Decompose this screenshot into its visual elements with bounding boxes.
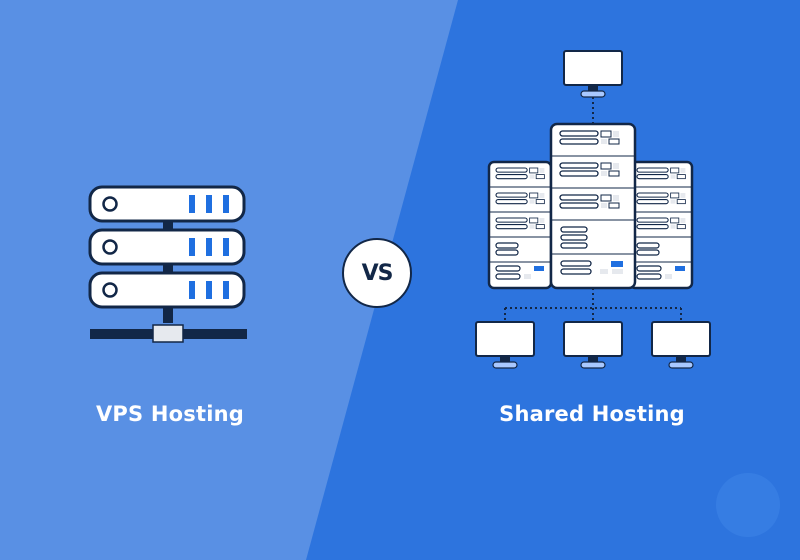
- vs-badge: VS: [342, 238, 412, 308]
- vs-text: VS: [361, 260, 394, 286]
- corner-decoration: [716, 473, 780, 537]
- shared-hosting-label: Shared Hosting: [499, 402, 685, 426]
- vps-hosting-label: VPS Hosting: [95, 402, 244, 426]
